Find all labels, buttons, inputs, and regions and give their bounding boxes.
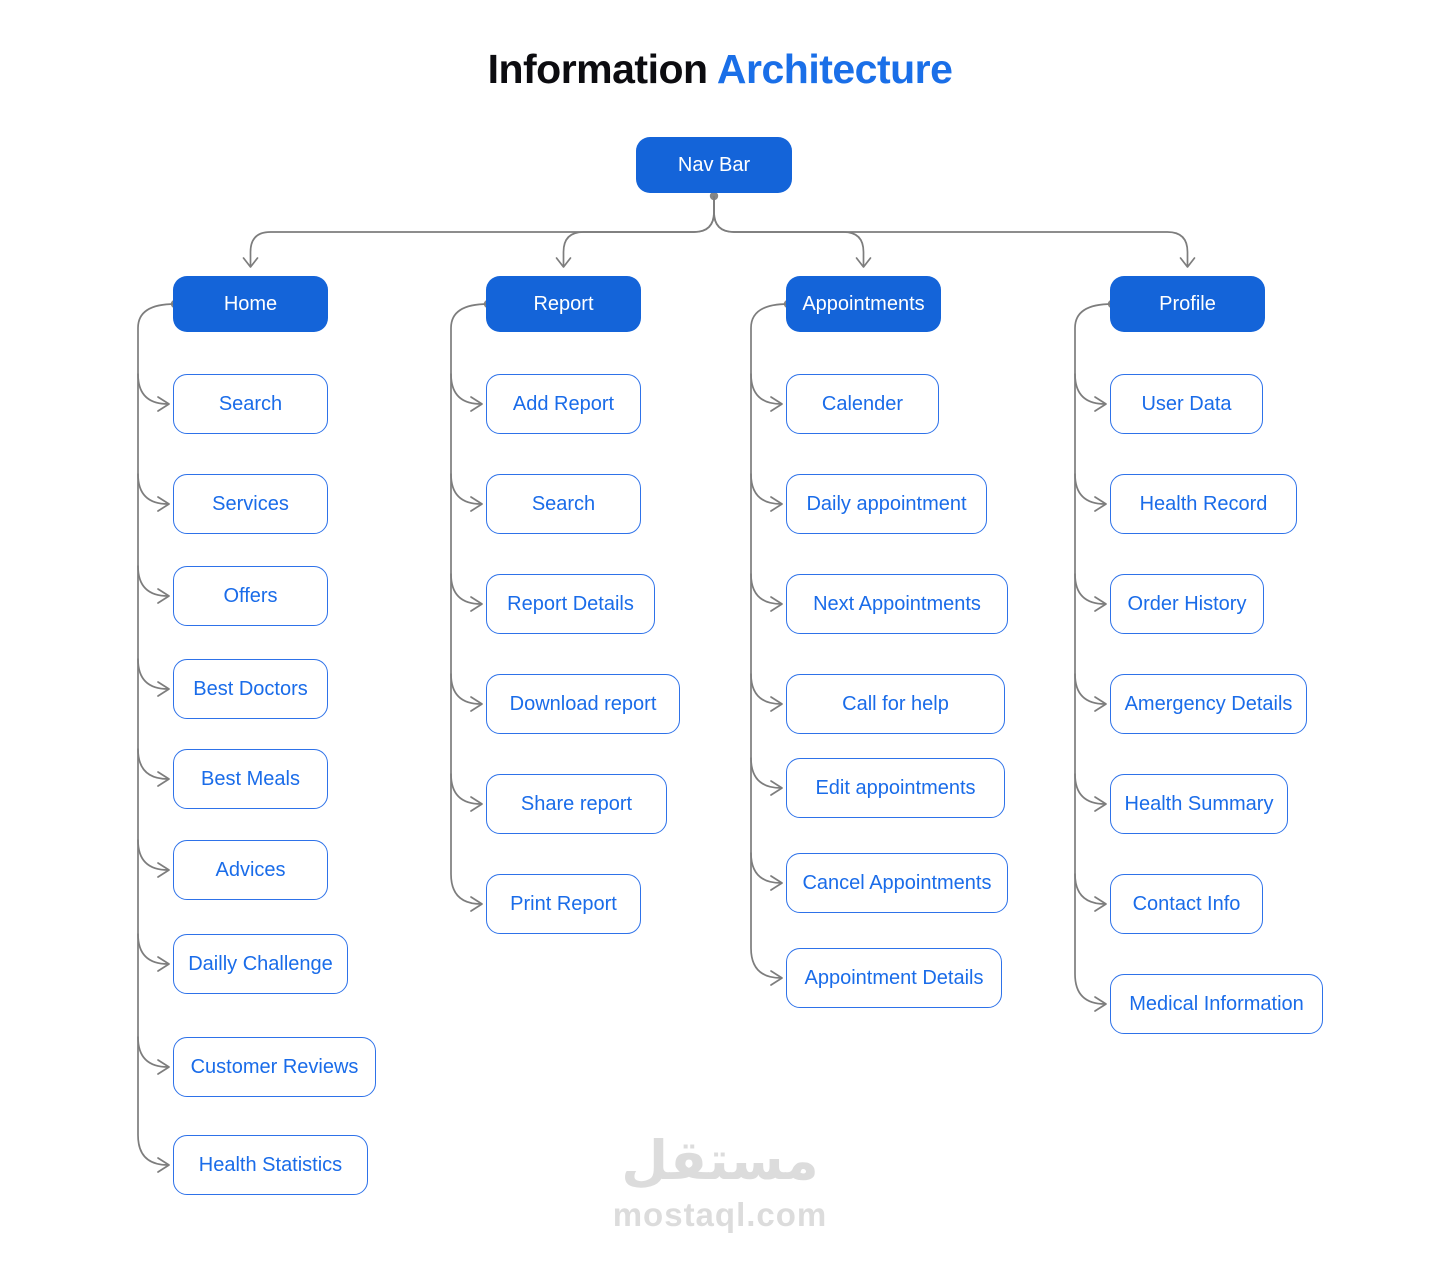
child-node-customer-reviews: Customer Reviews: [173, 1037, 376, 1097]
watermark: مستقل mostaql.com: [0, 1134, 1440, 1231]
child-node-amergency-details: Amergency Details: [1110, 674, 1307, 734]
page-title: Information Architecture: [0, 46, 1440, 93]
watermark-arabic-logo: مستقل: [621, 1131, 819, 1191]
child-node-offers: Offers: [173, 566, 328, 626]
child-node-appointment-details: Appointment Details: [786, 948, 1002, 1008]
child-node-edit-appointments: Edit appointments: [786, 758, 1005, 818]
child-node-advices: Advices: [173, 840, 328, 900]
child-node-next-appointments: Next Appointments: [786, 574, 1008, 634]
child-node-medical-information: Medical Information: [1110, 974, 1323, 1034]
watermark-domain: mostaql.com: [612, 1196, 828, 1233]
child-node-share-report: Share report: [486, 774, 667, 834]
child-node-daily-appointment: Daily appointment: [786, 474, 987, 534]
child-node-health-summary: Health Summary: [1110, 774, 1288, 834]
child-node-calender: Calender: [786, 374, 939, 434]
child-node-report-details: Report Details: [486, 574, 655, 634]
child-node-order-history: Order History: [1110, 574, 1264, 634]
child-node-add-report: Add Report: [486, 374, 641, 434]
child-node-best-doctors: Best Doctors: [173, 659, 328, 719]
section-node-appointments: Appointments: [786, 276, 941, 332]
section-node-home: Home: [173, 276, 328, 332]
child-node-search: Search: [173, 374, 328, 434]
section-node-profile: Profile: [1110, 276, 1265, 332]
child-node-health-statistics: Health Statistics: [173, 1135, 368, 1195]
child-node-cancel-appointments: Cancel Appointments: [786, 853, 1008, 913]
node-nav-bar: Nav Bar: [636, 137, 792, 193]
child-node-print-report: Print Report: [486, 874, 641, 934]
child-node-best-meals: Best Meals: [173, 749, 328, 809]
child-node-contact-info: Contact Info: [1110, 874, 1263, 934]
title-information: Information: [487, 46, 708, 92]
child-node-health-record: Health Record: [1110, 474, 1297, 534]
child-node-download-report: Download report: [486, 674, 680, 734]
child-node-call-for-help: Call for help: [786, 674, 1005, 734]
child-node-user-data: User Data: [1110, 374, 1263, 434]
section-node-report: Report: [486, 276, 641, 332]
child-node-services: Services: [173, 474, 328, 534]
child-node-dailly-challenge: Dailly Challenge: [173, 934, 348, 994]
title-architecture: Architecture: [716, 46, 953, 92]
child-node-search: Search: [486, 474, 641, 534]
